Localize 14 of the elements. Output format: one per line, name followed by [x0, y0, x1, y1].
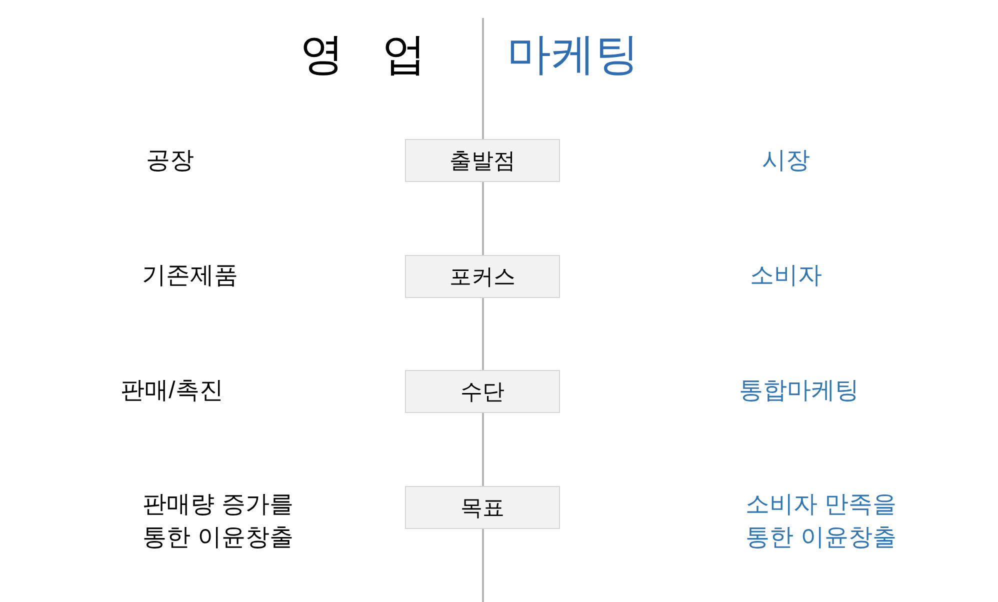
- row-label: 판매/촉진: [120, 376, 224, 406]
- stage-box: 목표: [405, 486, 560, 529]
- stage-box: 출발점: [405, 139, 560, 182]
- column-heading: 마케팅: [506, 29, 640, 81]
- row-label: 기존제품: [141, 261, 239, 291]
- row-label: 소비자: [749, 261, 823, 291]
- row-label: 통합마케팅: [738, 376, 860, 406]
- row-label: 공장: [145, 146, 195, 176]
- column-heading: 영 업: [298, 29, 428, 81]
- stage-box: 포커스: [405, 255, 560, 298]
- stage-box: 수단: [405, 370, 560, 413]
- row-label: 소비자 만족을 통한 이윤창출: [744, 490, 898, 553]
- row-label: 판매량 증가를 통한 이윤창출: [142, 490, 294, 553]
- row-label: 시장: [761, 146, 811, 176]
